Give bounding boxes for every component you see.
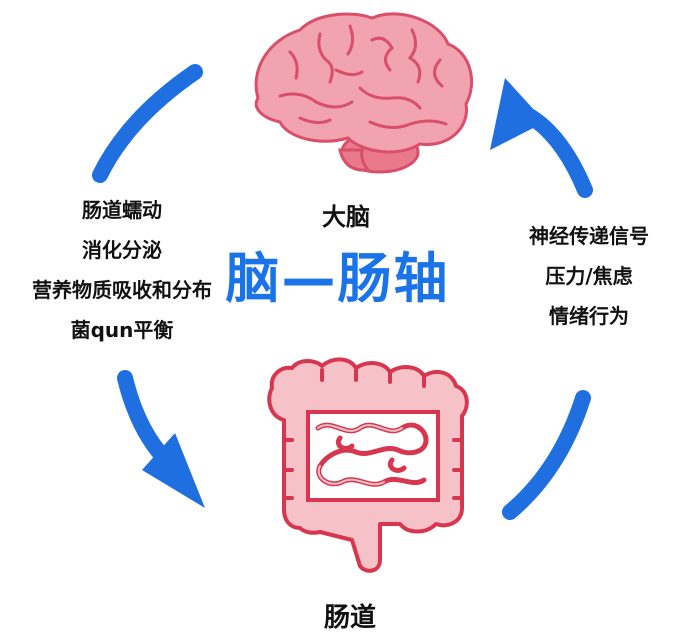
arrow-down-to-gut-icon [117, 370, 205, 508]
arrow-up-to-brain-icon [490, 78, 593, 198]
list-item: 肠道蠕动 [82, 198, 162, 222]
list-item: 营养物质吸收和分布 [32, 278, 212, 302]
brain-label: 大脑 [322, 203, 370, 231]
intestine-icon [267, 357, 469, 573]
gut-to-brain-list: 肠道蠕动 消化分泌 营养物质吸收和分布 菌qun平衡 [6, 190, 238, 350]
diagram-title: 脑—肠轴 [225, 247, 450, 310]
brain-icon [254, 12, 474, 174]
list-item: 神经传递信号 [529, 224, 649, 248]
arrow-arc-top-left [92, 64, 203, 183]
list-item: 消化分泌 [82, 238, 162, 262]
arrow-arc-bottom-right [502, 390, 591, 520]
gut-label: 肠道 [324, 603, 377, 633]
list-item: 菌qun平衡 [70, 318, 174, 342]
list-item: 情绪行为 [549, 304, 629, 328]
brain-to-gut-list: 神经传递信号 压力/焦虑 情绪行为 [508, 216, 670, 336]
list-item: 压力/焦虑 [545, 264, 633, 288]
